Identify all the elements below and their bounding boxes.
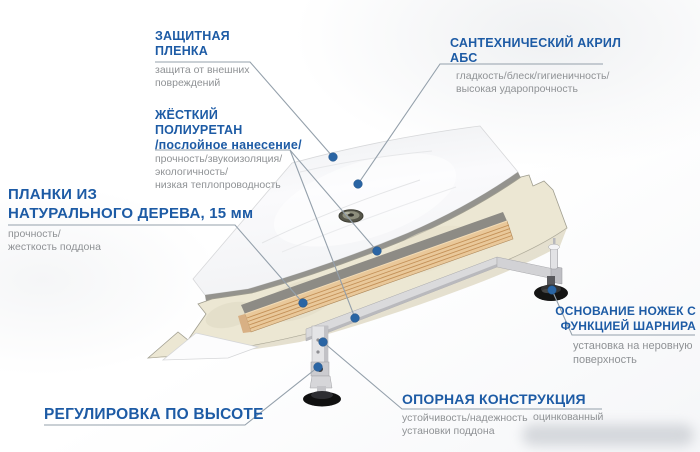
callout-dot-wood [298,298,308,308]
leader-line-height [44,366,319,426]
front-leg [303,325,341,407]
label-feet-base-title-line2: ФУНКЦИЕЙ ШАРНИРА [560,319,696,333]
wood-plank [238,220,514,333]
callout-dot-height [313,362,323,372]
label-protective-film-desc: защита от внешних повреждений [155,64,250,89]
label-protective-film-title-line1: ЗАЩИТНАЯ [155,29,230,43]
label-wood-planks-title-line1: ПЛАНКИ ИЗ [8,186,98,203]
label-protective-film-title-line2: ПЛЕНКА [155,44,208,58]
wood-end-face [238,314,251,333]
leader-line-wood [8,224,304,304]
label-acrylic: САНТЕХНИЧЕСКИЙ АКРИЛ АБС [450,36,621,66]
label-wood-planks: ПЛАНКИ ИЗ НАТУРАЛЬНОГО ДЕРЕВА, 15 мм [8,186,253,223]
callout-dot-polyurethane-1 [372,246,382,256]
polyurethane-layer-edge [241,212,507,314]
label-height-adjustment-title: РЕГУЛИРОВКА ПО ВЫСОТЕ [44,406,264,423]
label-polyurethane-desc: прочность/звукоизоляция/ экологичность/ … [155,153,283,191]
label-polyurethane: ЖЁСТКИЙ ПОЛИУРЕТАН /послойное нанесение/ [155,108,302,153]
label-support-structure-title: ОПОРНАЯ КОНСТРУКЦИЯ [402,391,586,407]
abs-sheet-flap [161,332,260,361]
leader-line-acrylic [357,63,603,185]
leader-line-film [155,61,334,158]
callout-dot-polyurethane-2 [350,313,360,323]
label-protective-film: ЗАЩИТНАЯ ПЛЕНКА [155,29,230,59]
leader-line-feet [551,289,695,336]
label-height-adjustment: РЕГУЛИРОВКА ПО ВЫСОТЕ [44,406,264,425]
label-feet-base-desc: установка на неровную поверхность [573,340,693,366]
label-polyurethane-title-line1: ЖЁСТКИЙ [155,108,219,122]
callout-dots [298,152,557,372]
callout-dot-support [318,337,328,347]
leader-line-support [322,341,602,410]
callout-dot-acrylic [353,179,363,189]
label-acrylic-title-line1: САНТЕХНИЧЕСКИЙ АКРИЛ [450,36,622,50]
hinge-pin [550,246,558,270]
leader-line-polyurethane-2 [289,149,356,319]
wood-grain [246,224,513,329]
callout-dot-film [328,152,338,162]
label-polyurethane-title-line2: ПОЛИУРЕТАН [155,123,243,137]
label-galvanized-note: оцинкованный [533,411,604,423]
leader-lines [8,61,695,426]
label-polyurethane-subtitle: /послойное нанесение/ [155,138,302,152]
label-wood-planks-title-line2: НАТУРАЛЬНОГО ДЕРЕВА, 15 мм [8,204,254,222]
label-feet-base: ОСНОВАНИЕ НОЖЕК С ФУНКЦИЕЙ ШАРНИРА [555,304,696,334]
label-support-structure: ОПОРНАЯ КОНСТРУКЦИЯ [402,391,586,408]
label-support-structure-desc: устойчивость/надежность установки поддон… [402,412,528,437]
blurred-watermark [522,424,694,446]
label-feet-base-title-line1: ОСНОВАНИЕ НОЖЕК С [555,304,696,318]
callout-dot-feet [547,285,557,295]
label-acrylic-desc: гладкость/блеск/гигиеничность/ высокая у… [456,70,610,95]
hinge-pin-rod [553,238,556,248]
label-acrylic-title-line2: АБС [450,51,478,65]
label-wood-planks-desc: прочность/ жесткость поддона [8,228,101,253]
